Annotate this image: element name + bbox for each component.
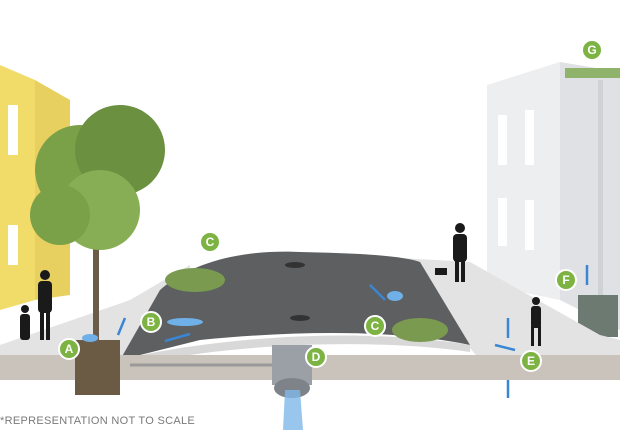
marker-e-infiltration: E	[520, 350, 542, 372]
marker-d-pipe: D	[305, 346, 327, 368]
footnote: *REPRESENTATION NOT TO SCALE	[0, 415, 196, 427]
marker-c-planter-right: C	[364, 315, 386, 337]
curb	[120, 335, 470, 368]
right-sidewalk	[400, 258, 620, 360]
planter-1	[165, 268, 225, 292]
water-flow-arrows	[116, 265, 589, 398]
water-outflow	[283, 390, 303, 430]
planter-2	[392, 318, 448, 342]
marker-g-green-roof: G	[581, 39, 603, 61]
marker-a-tree-pit: A	[58, 338, 80, 360]
people-silhouettes	[20, 223, 541, 346]
tree-pit	[75, 340, 120, 395]
marker-f-rain-barrel: F	[555, 269, 577, 291]
tree	[30, 105, 165, 345]
marker-c-planter: C	[199, 231, 221, 253]
green-roof	[565, 68, 620, 78]
marker-b-permeable-pavement: B	[140, 311, 162, 333]
downspout	[598, 80, 603, 310]
water-puddles	[82, 291, 403, 342]
